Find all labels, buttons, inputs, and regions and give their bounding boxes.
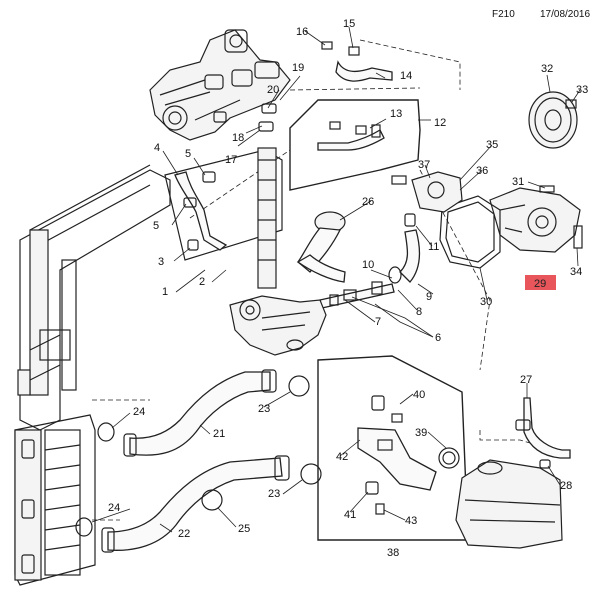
kit-frame-38 xyxy=(317,355,469,541)
auxiliary-pump-drawing xyxy=(229,295,327,356)
callout-7: 7 xyxy=(375,316,381,328)
callout-42: 42 xyxy=(336,451,348,463)
callout-41: 41 xyxy=(344,509,356,521)
bolt-part-34 xyxy=(573,225,583,249)
radiator-core-drawing xyxy=(164,147,283,289)
turbocharger-drawing xyxy=(149,29,291,141)
callout-24-upper: 24 xyxy=(133,406,145,418)
fitting-part-20 xyxy=(261,103,277,114)
callout-36: 36 xyxy=(476,165,488,177)
callout-11: 11 xyxy=(428,241,439,253)
dashed-route-top xyxy=(359,39,461,90)
callout-26: 26 xyxy=(362,196,374,208)
callout-19: 19 xyxy=(292,62,304,74)
callout-39: 39 xyxy=(415,427,427,439)
callout-5-upper: 5 xyxy=(185,148,191,160)
callout-16: 16 xyxy=(296,26,308,38)
leader-lines xyxy=(91,26,581,533)
callout-23-lower: 23 xyxy=(268,488,280,500)
callout-numbers: 16 15 14 19 20 13 12 18 17 4 5 5 3 1 2 2… xyxy=(108,18,588,559)
callout-12: 12 xyxy=(434,117,446,129)
clip-part-15 xyxy=(348,46,360,56)
callout-27: 27 xyxy=(520,374,532,386)
callout-3: 3 xyxy=(158,256,164,268)
callout-10: 10 xyxy=(362,259,374,271)
callout-28: 28 xyxy=(560,480,572,492)
hose-part-26 xyxy=(296,211,346,283)
hose-part-4 xyxy=(174,171,228,251)
callout-33: 33 xyxy=(576,84,588,96)
callout-14: 14 xyxy=(400,70,412,82)
callout-13: 13 xyxy=(390,108,402,120)
hose-part-22 xyxy=(101,455,322,553)
coolant-reservoir-drawing xyxy=(455,459,563,549)
callout-17: 17 xyxy=(225,154,237,166)
callout-32: 32 xyxy=(541,63,553,75)
bolt-part-16 xyxy=(321,41,333,50)
fitting-part-18 xyxy=(258,121,274,132)
callout-37: 37 xyxy=(418,159,430,171)
callout-6: 6 xyxy=(435,332,441,344)
hose-part-14 xyxy=(335,60,393,82)
clamp-part-24-upper xyxy=(97,422,115,442)
dashed-route-radiator xyxy=(92,399,150,521)
clamp-part-24-lower xyxy=(75,517,93,537)
callout-29-highlighted: 29 xyxy=(534,278,546,290)
bolt-part-17 xyxy=(213,111,227,123)
callout-24-lower: 24 xyxy=(108,502,120,514)
callout-4: 4 xyxy=(154,142,160,154)
pipe-part-7 xyxy=(319,281,395,309)
dashed-route-30 xyxy=(419,169,491,371)
bolt-part-31 xyxy=(539,185,555,193)
callout-18: 18 xyxy=(232,132,244,144)
callout-40: 40 xyxy=(413,389,425,401)
highlight-29-box xyxy=(525,275,556,290)
thermostat-housing-part-37 xyxy=(391,171,463,213)
callout-9: 9 xyxy=(426,291,432,303)
callout-23-upper: 23 xyxy=(258,403,270,415)
callout-25: 25 xyxy=(238,523,250,535)
callout-15: 15 xyxy=(343,18,355,30)
callout-5-lower: 5 xyxy=(153,220,159,232)
water-pump-part-29 xyxy=(489,187,581,253)
callout-22: 22 xyxy=(178,528,190,540)
callout-2: 2 xyxy=(199,276,205,288)
callout-30: 30 xyxy=(480,296,492,308)
diagram-code: F210 xyxy=(492,9,515,20)
dashed-route-13 xyxy=(289,87,421,91)
diagram-date: 17/08/2016 xyxy=(540,9,590,20)
bolt-part-33 xyxy=(565,99,577,109)
hose-part-21 xyxy=(123,369,310,457)
dashed-route-28 xyxy=(479,430,561,453)
callout-35: 35 xyxy=(486,139,498,151)
hose-part-9 xyxy=(388,213,421,284)
pulley-part-32 xyxy=(528,91,578,149)
callout-20: 20 xyxy=(267,84,279,96)
radiator-lower-drawing xyxy=(14,414,96,586)
callout-38: 38 xyxy=(387,547,399,559)
callout-21: 21 xyxy=(213,428,225,440)
gasket-part-30 xyxy=(439,195,501,269)
callout-43: 43 xyxy=(405,515,417,527)
callout-8: 8 xyxy=(416,306,422,318)
hose-part-27 xyxy=(515,397,571,469)
callout-31: 31 xyxy=(512,176,524,188)
radiator-upper-drawing xyxy=(17,164,171,431)
callout-1: 1 xyxy=(162,286,168,298)
callout-34: 34 xyxy=(570,266,582,278)
